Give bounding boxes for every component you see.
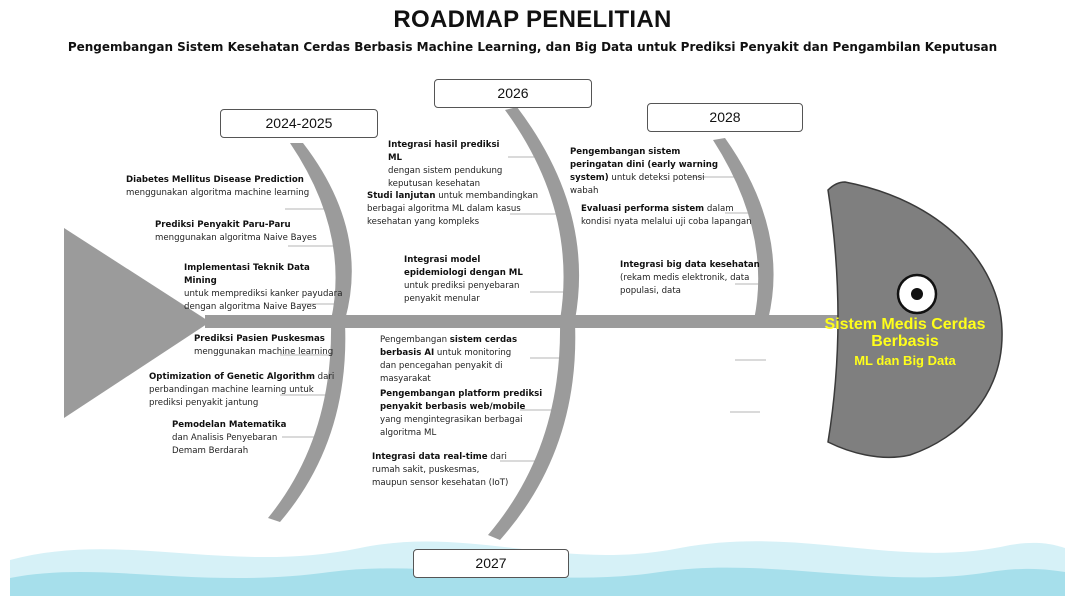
bone-note-genetic: Optimization of Genetic Algorithm dari p… — [149, 372, 335, 408]
page-subtitle: Pengembangan Sistem Kesehatan Cerdas Ber… — [67, 40, 998, 54]
year-label-2024-2025: 2024-2025 — [220, 109, 378, 138]
rib-2028-top — [713, 138, 774, 320]
bone-note-early-warning: Pengembangan sistem peringatan dini (ear… — [570, 147, 719, 196]
head-label-line3: ML dan Big Data — [854, 353, 956, 368]
fish-head-label: Sistem Medis Cerdas Berbasis ML dan Big … — [808, 316, 1002, 372]
bone-note-sistem-cerdas: Pengembangan sistem cerdas berbasis AI u… — [380, 335, 518, 384]
year-label-2026: 2026 — [434, 79, 592, 108]
rib-2024-top — [290, 143, 352, 320]
bone-note-evaluasi: Evaluasi performa sistem dalam kondisi n… — [581, 204, 752, 227]
fish-pupil — [911, 288, 923, 300]
bone-note-big-data: Integrasi big data kesehatan(rekam medis… — [620, 260, 760, 296]
year-label-2027: 2027 — [413, 549, 569, 578]
bone-note-platform: Pengembangan platform prediksi penyakit … — [380, 389, 543, 438]
head-label-line1: Sistem Medis Cerdas — [824, 316, 986, 333]
bone-note-real-time: Integrasi data real-time dari rumah saki… — [372, 452, 509, 488]
fish-tail — [64, 228, 210, 418]
fish-head — [827, 181, 1003, 459]
head-label-line2: Berbasis — [871, 333, 939, 350]
rib-2026-top — [505, 107, 580, 320]
year-label-2028: 2028 — [647, 103, 803, 132]
page-title: ROADMAP PENELITIAN — [393, 6, 672, 33]
connector-lines — [280, 156, 766, 462]
rib-2024-bottom — [268, 323, 346, 522]
bone-note-studi-lanjutan: Studi lanjutan untuk membandingkan berba… — [367, 191, 539, 227]
fish-spine — [205, 315, 845, 328]
water-front-wave — [10, 567, 1065, 596]
rib-2027-bottom — [488, 323, 576, 540]
bone-note-epidemiologi: Integrasi model epidemiologi dengan ML u… — [404, 255, 523, 304]
